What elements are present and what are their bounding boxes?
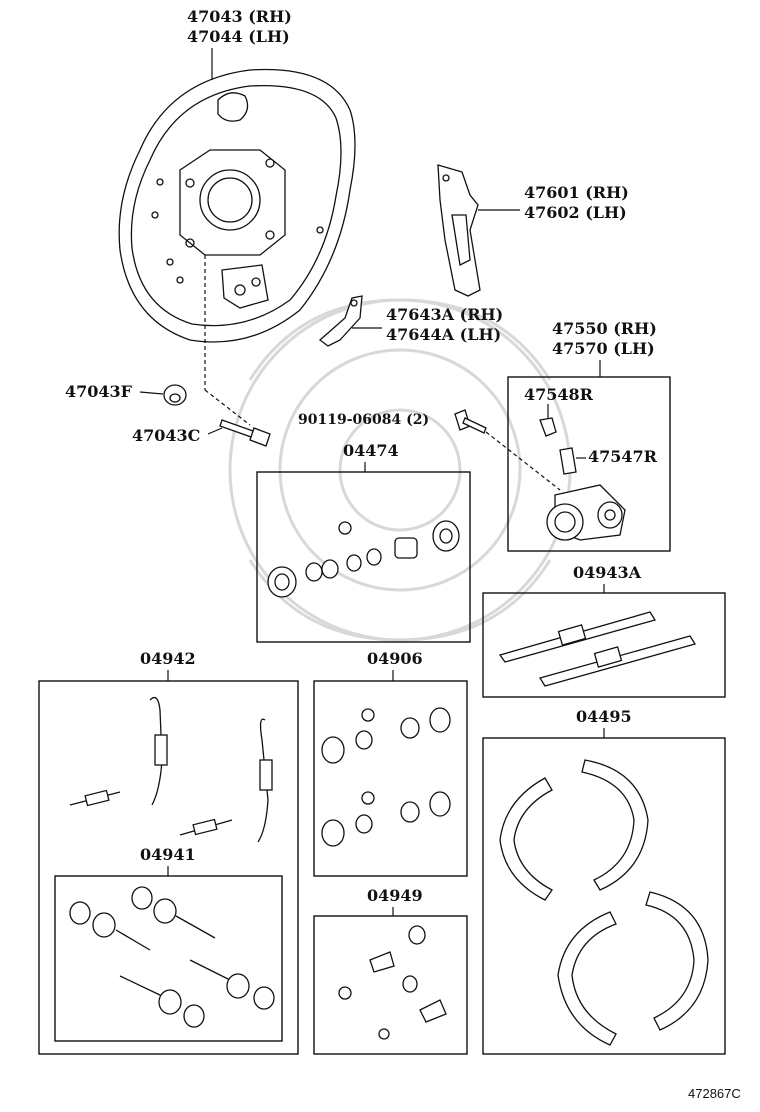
wheel-cylinder-box [507, 376, 671, 552]
spring-kit-box [38, 680, 299, 1055]
stud-leader [207, 427, 223, 435]
backing-plate-drawing [118, 68, 356, 343]
bolt-drawing [454, 409, 487, 434]
adjuster-kit-label: 04943A [573, 563, 642, 582]
nut-drawing [163, 384, 187, 406]
lever-lh-label: 47602 (LH) [524, 203, 627, 222]
stud-drawing [219, 419, 271, 447]
cylinder-kit-box [256, 471, 471, 643]
wheel-cylinder-drawing [546, 484, 626, 541]
hold-down-kit-label: 04941 [140, 845, 196, 864]
cup-kit-label: 04906 [367, 649, 423, 668]
stud-centerline-2 [204, 389, 251, 426]
bleeder-plug-label: 47547R [588, 447, 658, 466]
strut-lh-label: 47644A (LH) [386, 325, 501, 344]
bleeder-plug-drawing [559, 447, 577, 475]
spring-kit-label: 04942 [140, 649, 196, 668]
boot-kit-parts [338, 925, 447, 1040]
shoe-set-label: 04495 [576, 707, 632, 726]
spring-kit-parts [69, 696, 273, 843]
bolt-label: 90119-06084 (2) [298, 412, 429, 428]
diagram-id: 472867C [688, 1086, 741, 1101]
cylinder-kit-parts [267, 520, 460, 598]
hold-down-kit-parts [69, 886, 275, 1028]
hold-down-kit-box [54, 875, 283, 1042]
wheel-cylinder-rh-label: 47550 (RH) [552, 319, 657, 338]
adjuster-kit-box [482, 592, 726, 698]
bolt-centerline [485, 431, 561, 491]
backing-plate-lh-label: 47044 (LH) [187, 27, 290, 46]
nut-leader [139, 391, 164, 395]
bleeder-cap-drawing [539, 417, 557, 437]
adjuster-kit-parts [498, 611, 697, 687]
bleeder-cap-label: 47548R [524, 385, 594, 404]
backing-plate-rh-label: 47043 (RH) [187, 7, 292, 26]
stud-label: 47043C [132, 426, 200, 445]
strut-drawing [318, 295, 363, 347]
cylinder-kit-label: 04474 [343, 441, 399, 460]
wheel-cylinder-lh-label: 47570 (LH) [552, 339, 655, 358]
cup-kit-parts [321, 707, 451, 847]
lever-rh-label: 47601 (RH) [524, 183, 629, 202]
strut-rh-label: 47643A (RH) [386, 305, 503, 324]
cup-kit-box [313, 680, 468, 877]
shoe-set-parts [499, 759, 709, 1046]
nut-label: 47043F [65, 382, 133, 401]
boot-kit-box [313, 915, 468, 1055]
boot-kit-label: 04949 [367, 886, 423, 905]
shoe-set-box [482, 737, 726, 1055]
lever-drawing [437, 164, 481, 297]
